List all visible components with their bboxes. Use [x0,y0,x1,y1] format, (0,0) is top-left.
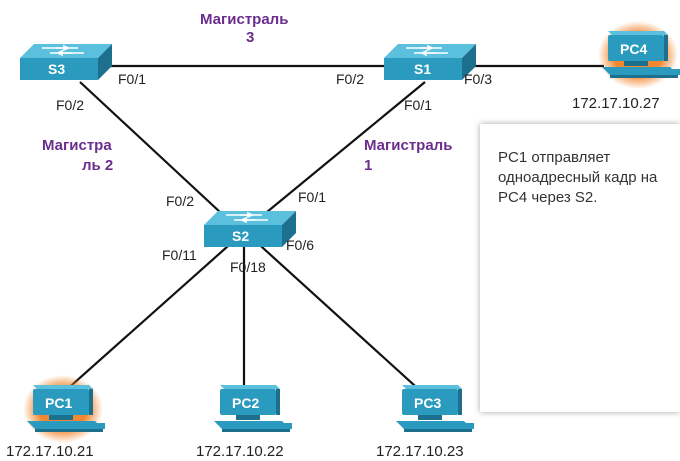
port-s3-f02: F0/2 [56,97,84,113]
pc1-ip: 172.17.10.21 [6,443,94,460]
pc3-label: PC3 [414,395,441,411]
trunk-1-label: Магистраль [364,137,452,154]
links [54,64,604,401]
switch-s2-label: S2 [232,228,249,244]
trunk-2-number: ль 2 [82,157,113,174]
trunk-3-number: 3 [246,29,254,46]
port-s3-f01: F0/1 [118,71,146,87]
link-s1-s2 [249,81,426,227]
port-s1-f01: F0/1 [404,97,432,113]
port-s2-f06: F0/6 [286,237,314,253]
pc4-ip: 172.17.10.27 [572,95,660,112]
link-s2-pc1 [54,237,238,401]
pc2-label: PC2 [232,395,259,411]
link-s3-s2 [79,81,236,227]
trunk-3-label: Магистраль [200,11,288,28]
port-s2-f018: F0/18 [230,259,266,275]
pc1-icon[interactable]: PC1 [23,375,105,443]
pc2-icon[interactable]: PC2 [214,385,292,432]
switch-s2-icon[interactable]: S2 [203,210,297,248]
port-s1-f02: F0/2 [336,71,364,87]
description-note: PC1 отправляет одноадресный кадр на PC4 … [480,124,680,412]
switch-s1-icon[interactable]: S1 [383,43,477,81]
trunk-2-label: Магистра [42,137,112,154]
port-s2-f01: F0/1 [298,189,326,205]
switch-s3-icon[interactable]: S3 [19,43,113,81]
port-s2-f011: F0/11 [162,247,197,263]
pc3-ip: 172.17.10.23 [376,443,464,460]
switch-s3-label: S3 [48,61,65,77]
pc3-icon[interactable]: PC3 [396,385,474,432]
trunk-1-number: 1 [364,157,372,174]
port-s1-f03: F0/3 [464,71,492,87]
switch-s1-label: S1 [414,61,431,77]
port-s2-f02: F0/2 [166,193,194,209]
link-s2-pc3 [251,237,426,396]
pc4-label: PC4 [620,41,647,57]
pc1-label: PC1 [45,395,72,411]
pc4-icon[interactable]: PC4 [598,21,680,89]
pc2-ip: 172.17.10.22 [196,443,284,460]
